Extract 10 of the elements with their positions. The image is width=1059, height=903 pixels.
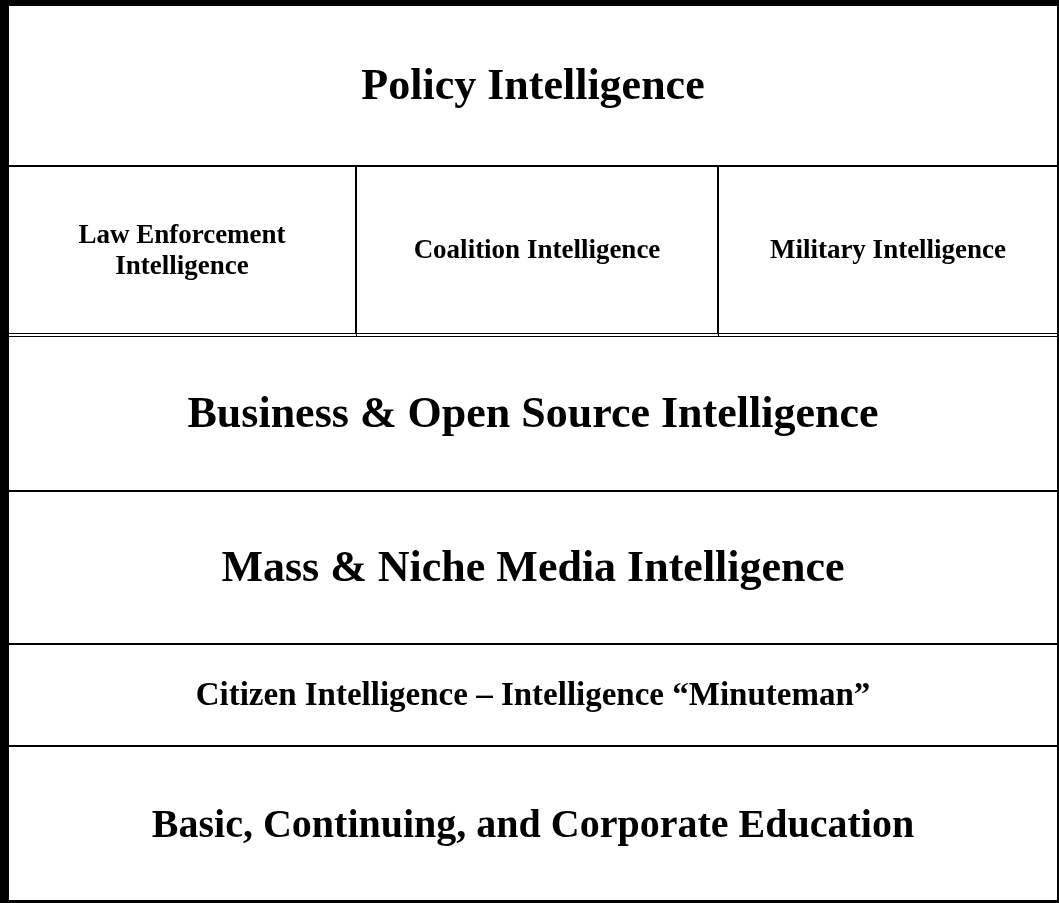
layer-label: Business & Open Source Intelligence (186, 388, 880, 439)
layer-band (357, 167, 719, 337)
layer-label: Military Intelligence (768, 234, 1008, 266)
layer-label: Policy Intelligence (360, 60, 706, 111)
layer-band (9, 167, 357, 337)
layer-label: Citizen Intelligence – Intelligence “Minuteman” (194, 676, 872, 714)
layer-label: Coalition Intelligence (412, 234, 662, 266)
layer-label: Basic, Continuing, and Corporate Education (150, 800, 916, 847)
layer-label: Law Enforcement Intelligence (77, 218, 287, 282)
layer-label: Mass & Niche Media Intelligence (220, 542, 846, 593)
